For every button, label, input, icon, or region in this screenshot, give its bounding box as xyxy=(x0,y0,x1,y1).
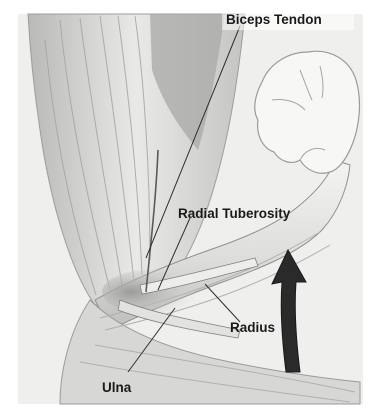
label-radial-tuberosity: Radial Tuberosity xyxy=(178,206,291,221)
label-radius: Radius xyxy=(230,320,275,335)
label-biceps-tendon: Biceps Tendon xyxy=(226,12,322,27)
label-ulna: Ulna xyxy=(102,380,132,395)
